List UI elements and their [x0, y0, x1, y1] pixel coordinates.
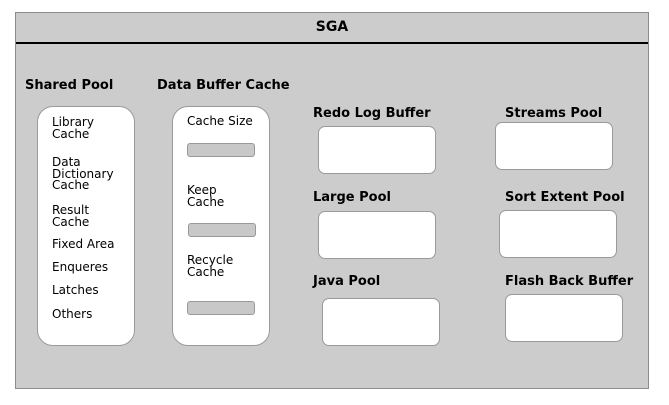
buffer-item-label: Keep [187, 183, 217, 197]
sort-extent-pool-heading: Sort Extent Pool [505, 190, 625, 205]
shared-pool-item-label: Cache [52, 126, 90, 141]
shared-pool-item-label: Cache [52, 214, 90, 229]
buffer-item-keep-cache: Keep Cache [187, 183, 277, 209]
buffer-item-label: Recycle [187, 253, 234, 267]
streams-pool-box [495, 122, 613, 170]
streams-pool-heading: Streams Pool [505, 106, 603, 121]
shared-pool-item-library-cache: Library Cache [52, 115, 142, 141]
buffer-item-label: Cache [187, 264, 225, 279]
buffer-item-recycle-cache: Recycle Cache [187, 253, 277, 279]
data-buffer-cache-panel: Cache Size Keep Cache Recycle Cache [172, 106, 270, 346]
cache-size-bar [187, 143, 255, 157]
large-pool-heading: Large Pool [313, 190, 391, 205]
shared-pool-item-label: Cache [52, 178, 90, 192]
sga-title: SGA [16, 13, 648, 44]
shared-pool-heading: Shared Pool [25, 78, 114, 93]
shared-pool-item-enqueres: Enqueres [52, 260, 142, 274]
java-pool-heading: Java Pool [313, 274, 381, 289]
shared-pool-item-label: Enqueres [52, 260, 109, 274]
redo-log-buffer-box [318, 126, 436, 174]
buffer-item-cache-size: Cache Size [187, 114, 277, 128]
shared-pool-item-data-dictionary-cache: Data Dictionary Cache [52, 155, 142, 192]
java-pool-box [322, 298, 440, 346]
shared-pool-item-fixed-area: Fixed Area [52, 237, 142, 251]
flash-back-buffer-heading: Flash Back Buffer [505, 274, 634, 289]
sort-extent-pool-box [499, 210, 617, 258]
buffer-item-label: Cache Size [187, 114, 253, 128]
shared-pool-panel: Library Cache Data Dictionary Cache Resu… [37, 106, 135, 346]
data-buffer-cache-heading: Data Buffer Cache [157, 78, 290, 93]
shared-pool-item-label: Result [52, 203, 90, 217]
shared-pool-item-label: Data [52, 155, 81, 169]
shared-pool-item-others: Others [52, 307, 142, 321]
redo-log-buffer-heading: Redo Log Buffer [313, 106, 431, 121]
buffer-item-label: Cache [187, 194, 225, 209]
recycle-cache-bar [187, 301, 255, 315]
shared-pool-item-label: Others [52, 307, 93, 321]
shared-pool-item-label: Dictionary [52, 166, 114, 181]
keep-cache-bar [188, 223, 256, 237]
shared-pool-item-label: Latches [52, 283, 99, 297]
shared-pool-item-label: Library [52, 115, 94, 129]
shared-pool-item-label: Fixed Area [52, 237, 115, 251]
flash-back-buffer-box [505, 294, 623, 342]
shared-pool-item-latches: Latches [52, 283, 142, 297]
large-pool-box [318, 211, 436, 259]
shared-pool-item-result-cache: Result Cache [52, 203, 142, 229]
